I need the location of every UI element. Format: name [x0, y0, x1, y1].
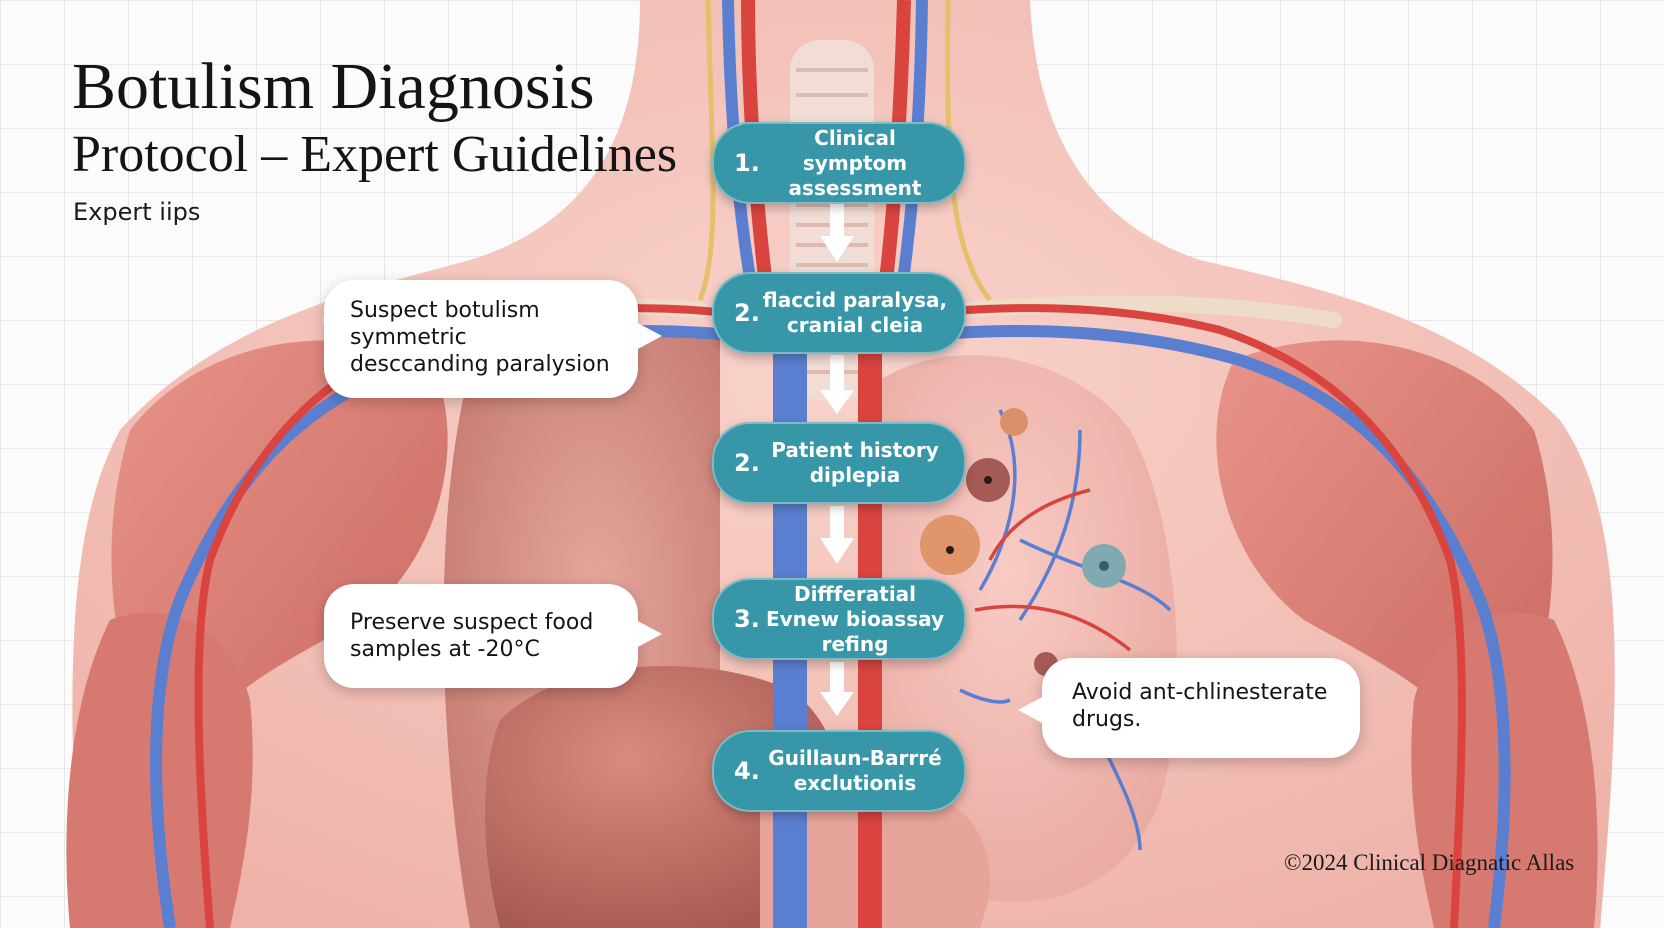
page-title-line-2: Protocol – Expert Guidelines	[72, 126, 678, 183]
step-label: Guillaun-Barrré exclutionis	[768, 746, 942, 795]
step-number: 2.	[734, 299, 760, 327]
step-label: Clinical symptom assessment	[788, 125, 922, 200]
step-label: Diffferatial Evnew bioassay refing	[765, 581, 945, 656]
flow-step-3: 2. Patient history diplepia	[712, 422, 966, 504]
tip-callout-suspect: Suspect botulism symmetric desccanding p…	[324, 280, 662, 398]
flow-arrows	[820, 204, 854, 716]
step-number: 4.	[734, 757, 760, 785]
callout-pointer	[1018, 696, 1044, 724]
flow-step-4: 3. Diffferatial Evnew bioassay refing	[712, 578, 966, 660]
tip-text: Avoid ant-chlinesterate drugs.	[1072, 680, 1328, 732]
step-number: 2.	[734, 449, 760, 477]
page-subtitle: Expert iips	[73, 198, 201, 226]
flow-step-1: 1. Clinical symptom assessment	[712, 122, 966, 204]
copyright-notice: ©2024 Clinical Diagnatic Allas	[1284, 850, 1575, 875]
right-subclavian-vein	[879, 325, 1511, 928]
tip-callout-avoid: Avoid ant-chlinesterate drugs.	[1018, 658, 1360, 758]
step-number: 1.	[734, 149, 760, 177]
left-nerve	[697, 0, 716, 301]
tip-text: Suspect botulism symmetric desccanding p…	[350, 298, 610, 377]
lesion-top	[1000, 408, 1028, 436]
lesion-orange	[920, 515, 980, 575]
flow-step-2: 2. flaccid paralysa, cranial cleia	[712, 272, 966, 354]
right-subclavian-artery	[879, 304, 1466, 928]
tip-text: Preserve suspect food samples at -20°C	[350, 610, 594, 662]
flow-step-5: 4. Guillaun-Barrré exclutionis	[712, 730, 966, 812]
step-number: 3.	[734, 605, 760, 633]
callout-pointer	[636, 322, 662, 350]
page-title: Botulism Diagnosis	[72, 50, 595, 123]
step-label: flaccid paralysa, cranial cleia	[762, 288, 948, 337]
callout-pointer	[636, 620, 662, 648]
step-label: Patient history diplepia	[771, 438, 939, 487]
tip-callout-preserve: Preserve suspect food samples at -20°C	[324, 584, 662, 688]
